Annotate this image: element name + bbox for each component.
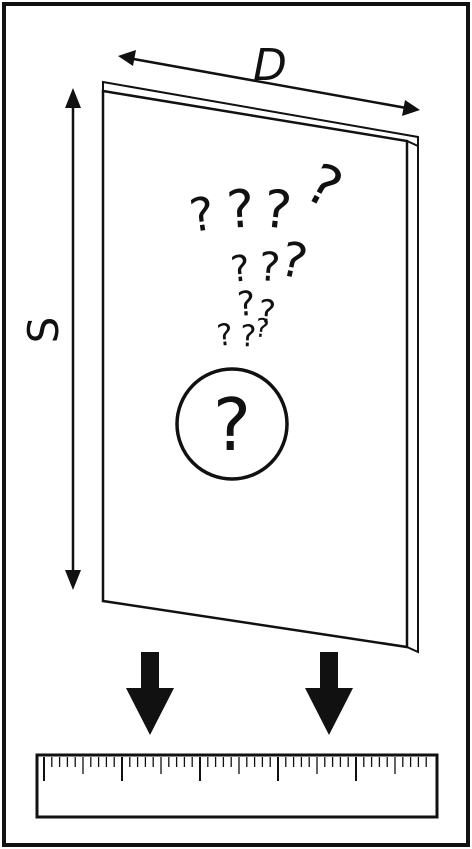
side-label: S bbox=[19, 317, 68, 344]
depth-arrow-head-left bbox=[118, 50, 136, 66]
drop-arrows bbox=[126, 652, 353, 735]
down-arrow-icon bbox=[305, 652, 353, 735]
side-dimension: S bbox=[19, 88, 81, 590]
panel-side-edge bbox=[407, 141, 418, 652]
panel-face bbox=[103, 91, 407, 647]
side-arrow-head-bottom bbox=[65, 570, 81, 590]
down-arrow-icon bbox=[126, 652, 174, 735]
ruler-icon bbox=[37, 755, 437, 817]
side-arrow-head-top bbox=[65, 88, 81, 108]
depth-label: D bbox=[253, 40, 287, 91]
circled-question: ? bbox=[177, 369, 287, 479]
question-mark: ? bbox=[225, 179, 257, 241]
center-question-mark: ? bbox=[213, 383, 251, 467]
depth-arrow-head-right bbox=[402, 100, 420, 116]
panel bbox=[103, 82, 418, 652]
ruler-body bbox=[37, 755, 437, 817]
